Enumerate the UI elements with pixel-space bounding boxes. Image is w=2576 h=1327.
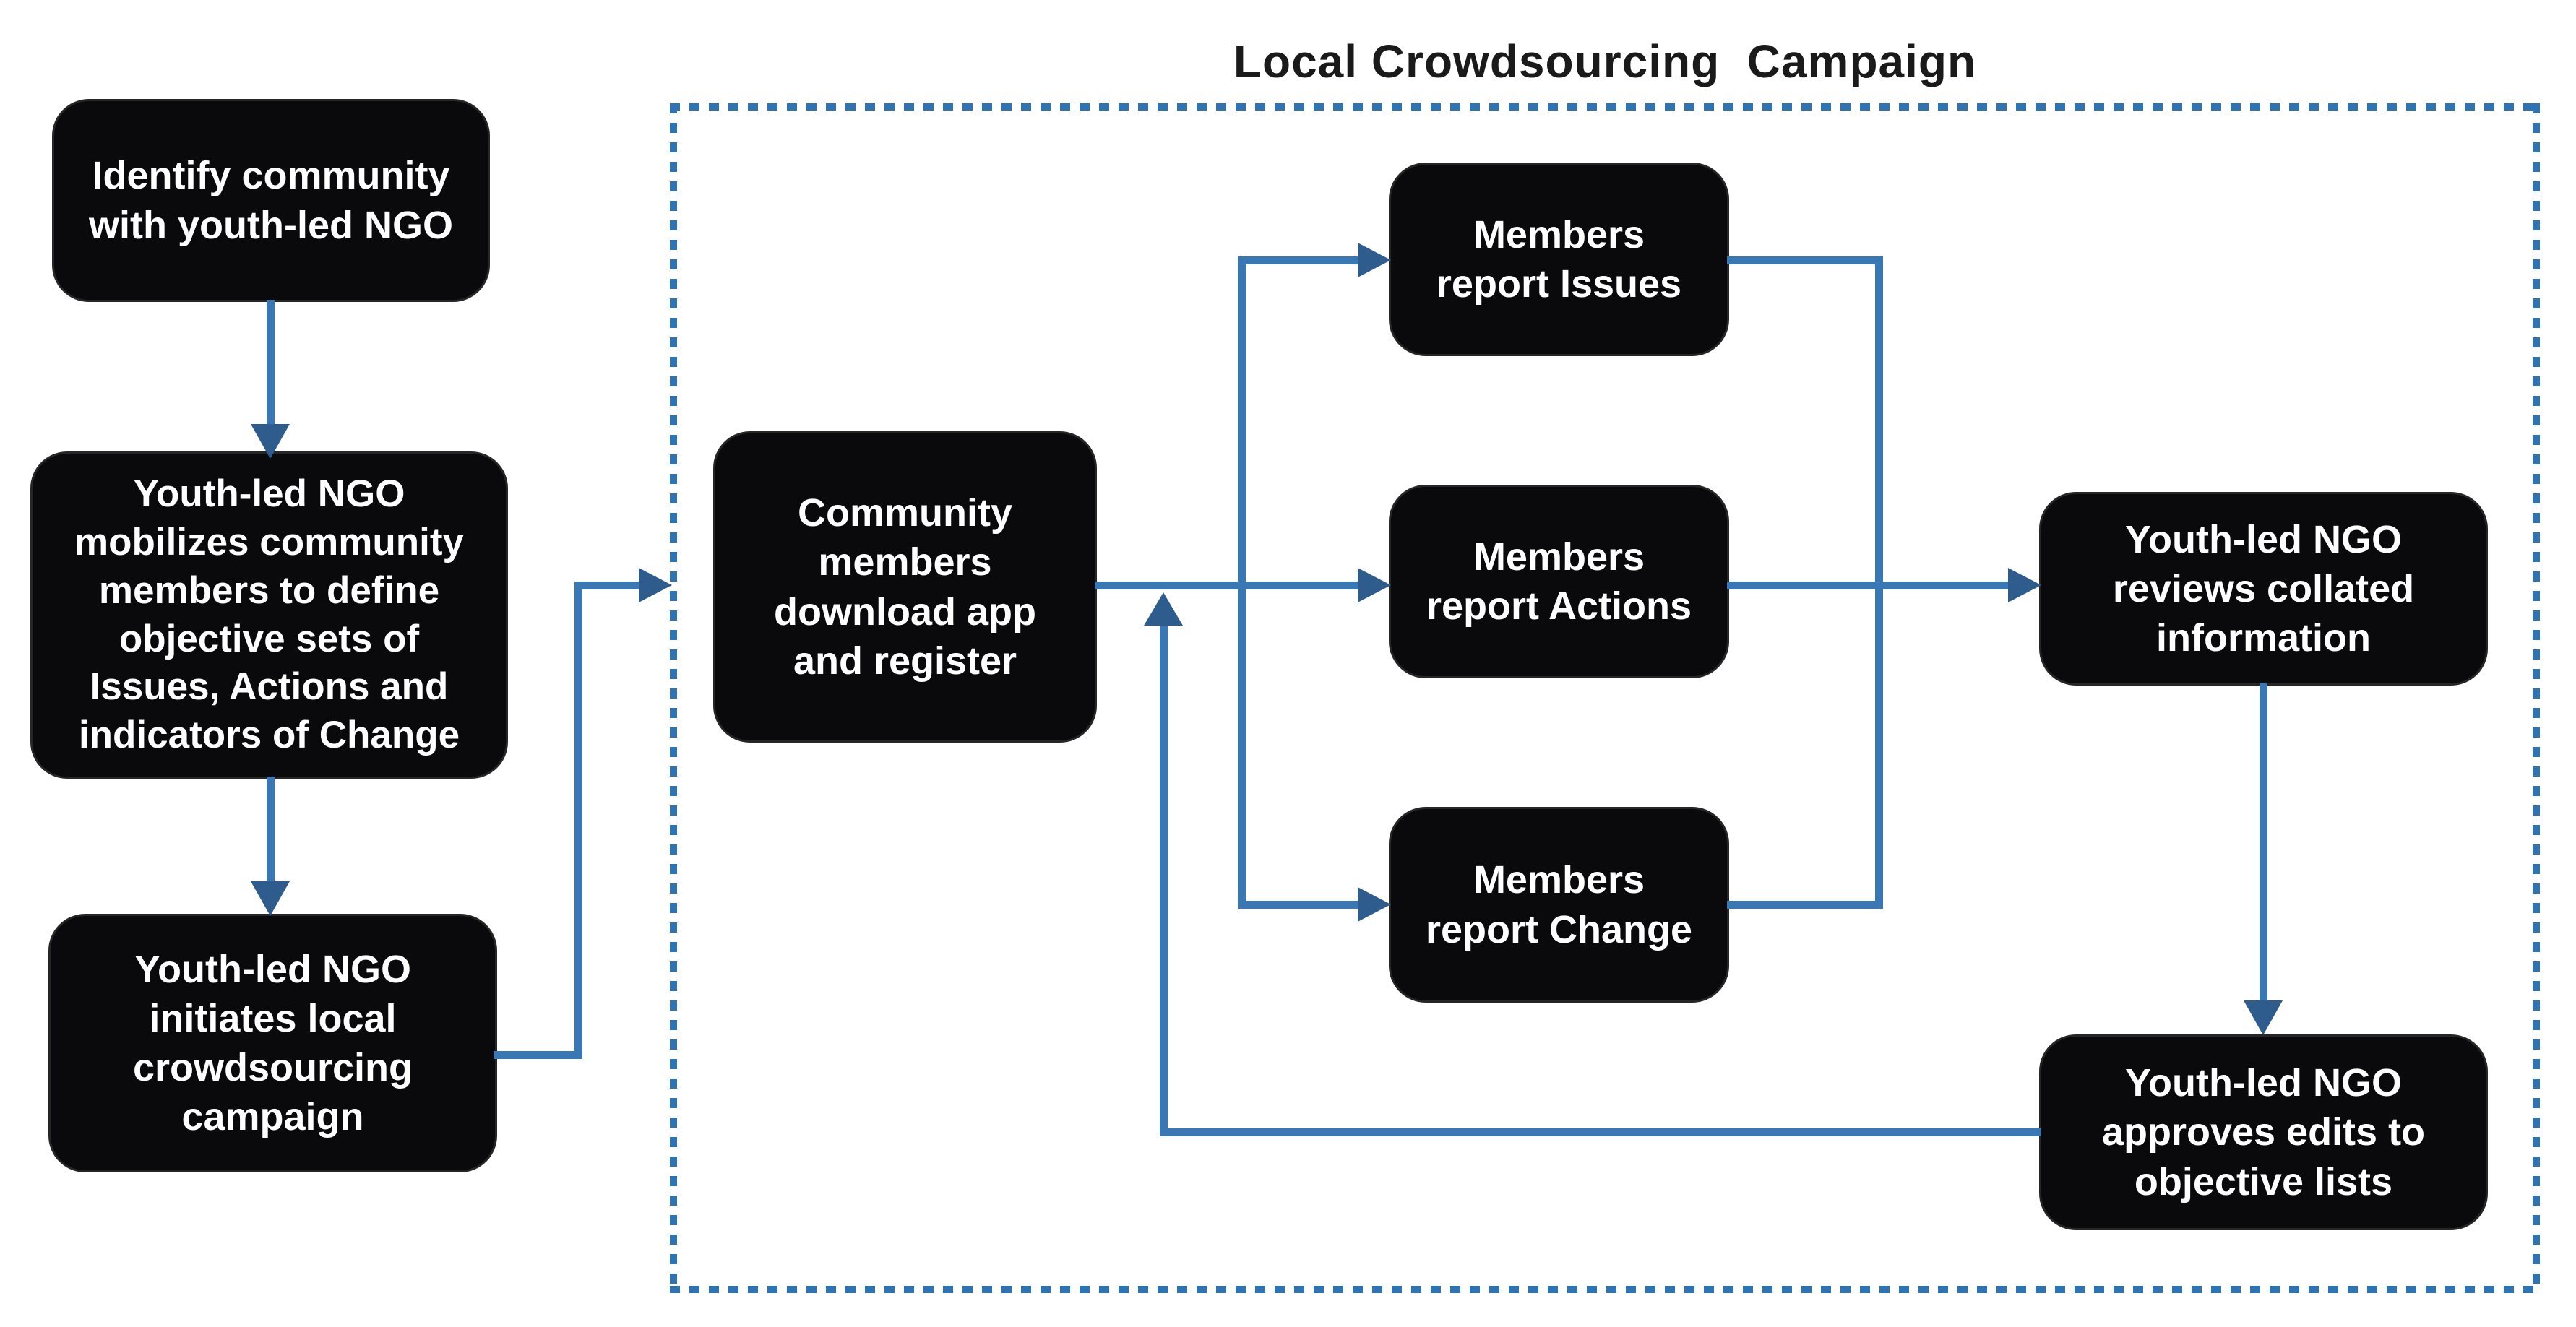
edge-initiate-to-campaign-segment-bottom: [494, 1051, 582, 1059]
campaign-title: Local Crowdsourcing Campaign: [1233, 35, 1977, 87]
node-ngo-reviews-information: Youth-led NGO reviews collated informati…: [2041, 494, 2486, 683]
edge-register-to-actions-line: [1095, 582, 1358, 589]
edge-identify-to-mobilize-line: [267, 300, 275, 424]
edge-initiate-to-campaign-segment-vertical: [574, 582, 582, 1059]
edge-issues-to-merge-line: [1727, 256, 1883, 264]
edge-branch-to-change-line: [1238, 901, 1358, 909]
arrowhead-into-mobilize: [251, 424, 290, 459]
arrowhead-into-change: [1358, 887, 1391, 922]
arrowhead-into-actions: [1358, 568, 1391, 602]
edge-actions-to-review-line: [1727, 582, 2008, 589]
edge-branch-to-issues-line: [1238, 256, 1358, 264]
edge-change-to-merge-line: [1727, 901, 1883, 909]
arrowhead-feedback-into-main-flow: [1144, 592, 1183, 626]
node-members-report-actions: Members report Actions: [1391, 487, 1727, 676]
edge-initiate-to-campaign-segment-top: [574, 582, 639, 589]
edge-approve-feedback-horizontal: [1160, 1128, 2041, 1136]
edge-approve-feedback-vertical: [1160, 626, 1168, 1136]
arrowhead-into-campaign-boundary: [639, 568, 672, 602]
node-members-report-change: Members report Change: [1391, 809, 1727, 1000]
edge-mobilize-to-initiate-line: [267, 777, 275, 881]
node-ngo-initiates-campaign: Youth-led NGO initiates local crowdsourc…: [51, 916, 495, 1170]
arrowhead-into-initiate: [251, 881, 290, 916]
edge-branch-vertical: [1238, 256, 1246, 908]
arrowhead-into-issues: [1358, 243, 1391, 277]
edge-review-to-approve-line: [2260, 683, 2267, 1000]
arrowhead-into-approve: [2244, 1000, 2283, 1035]
node-ngo-mobilizes-community: Youth-led NGO mobilizes community member…: [33, 454, 506, 777]
node-members-download-register: Community members download app and regis…: [715, 433, 1095, 740]
arrowhead-into-review: [2008, 568, 2041, 602]
node-members-report-issues: Members report Issues: [1391, 165, 1727, 354]
node-ngo-approves-edits: Youth-led NGO approves edits to objectiv…: [2041, 1037, 2486, 1228]
node-identify-community: Identify community with youth-led NGO: [54, 101, 488, 300]
